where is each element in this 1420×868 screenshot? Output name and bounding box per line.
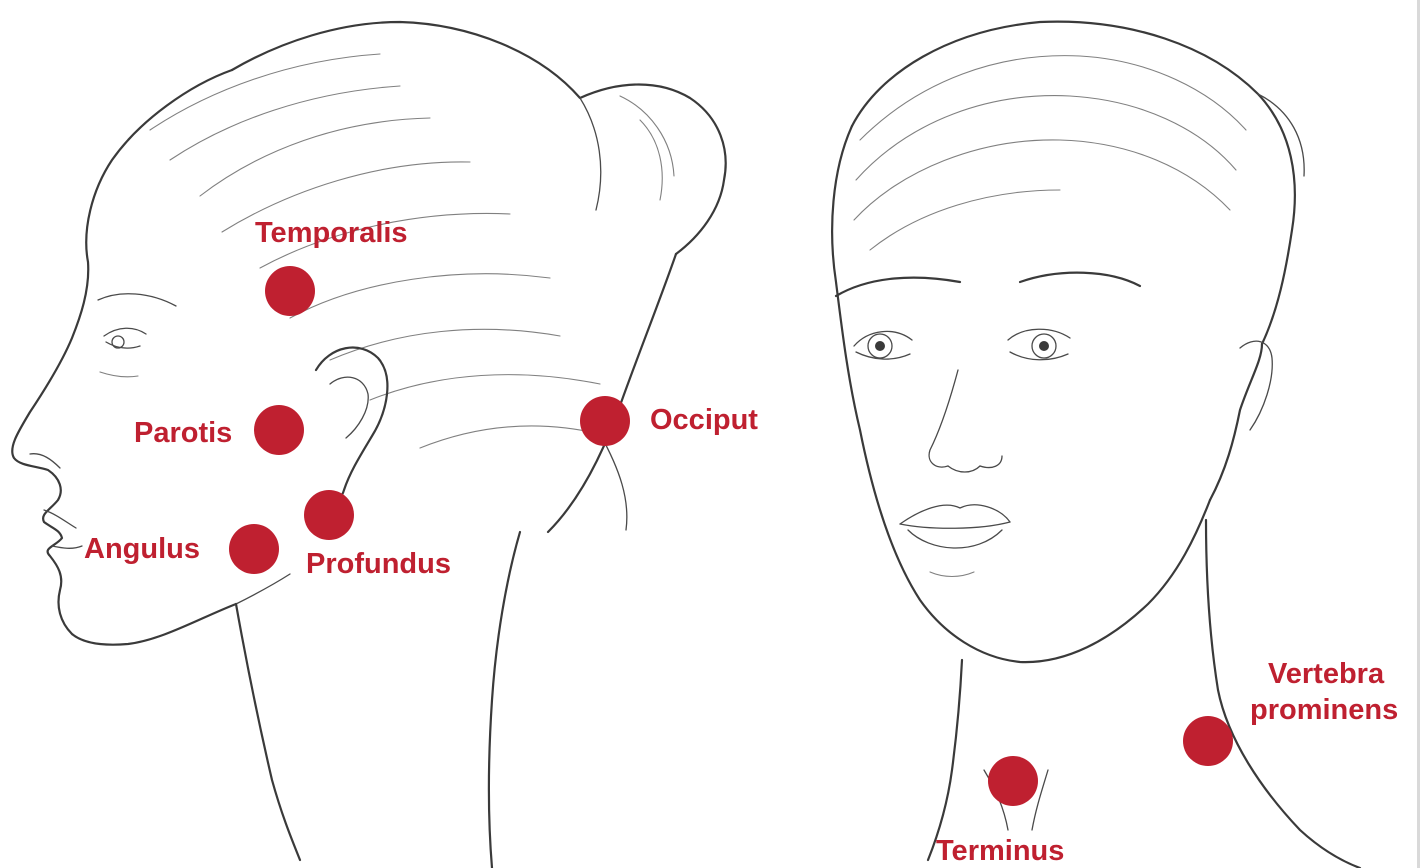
occiput-node-marker [580, 396, 630, 446]
front-head-illustration [832, 22, 1360, 868]
temporalis-label: Temporalis [255, 217, 408, 249]
parotis-node-marker [254, 405, 304, 455]
parotis-label: Parotis [134, 417, 232, 449]
profile-head-illustration [12, 22, 725, 868]
profundus-node-marker [304, 490, 354, 540]
angulus-node-marker [229, 524, 279, 574]
terminus-label: Terminus [936, 835, 1064, 867]
profundus-label: Profundus [306, 548, 451, 580]
occiput-label: Occiput [650, 404, 758, 436]
vertebra-prominens-label-line1: Vertebra [1268, 658, 1385, 690]
temporalis-node-marker [265, 266, 315, 316]
vertebra-prominens-label-line2: prominens [1250, 694, 1398, 726]
vertebra-prominens-node-marker [1183, 716, 1233, 766]
terminus-node-marker [988, 756, 1038, 806]
angulus-label: Angulus [84, 533, 200, 565]
